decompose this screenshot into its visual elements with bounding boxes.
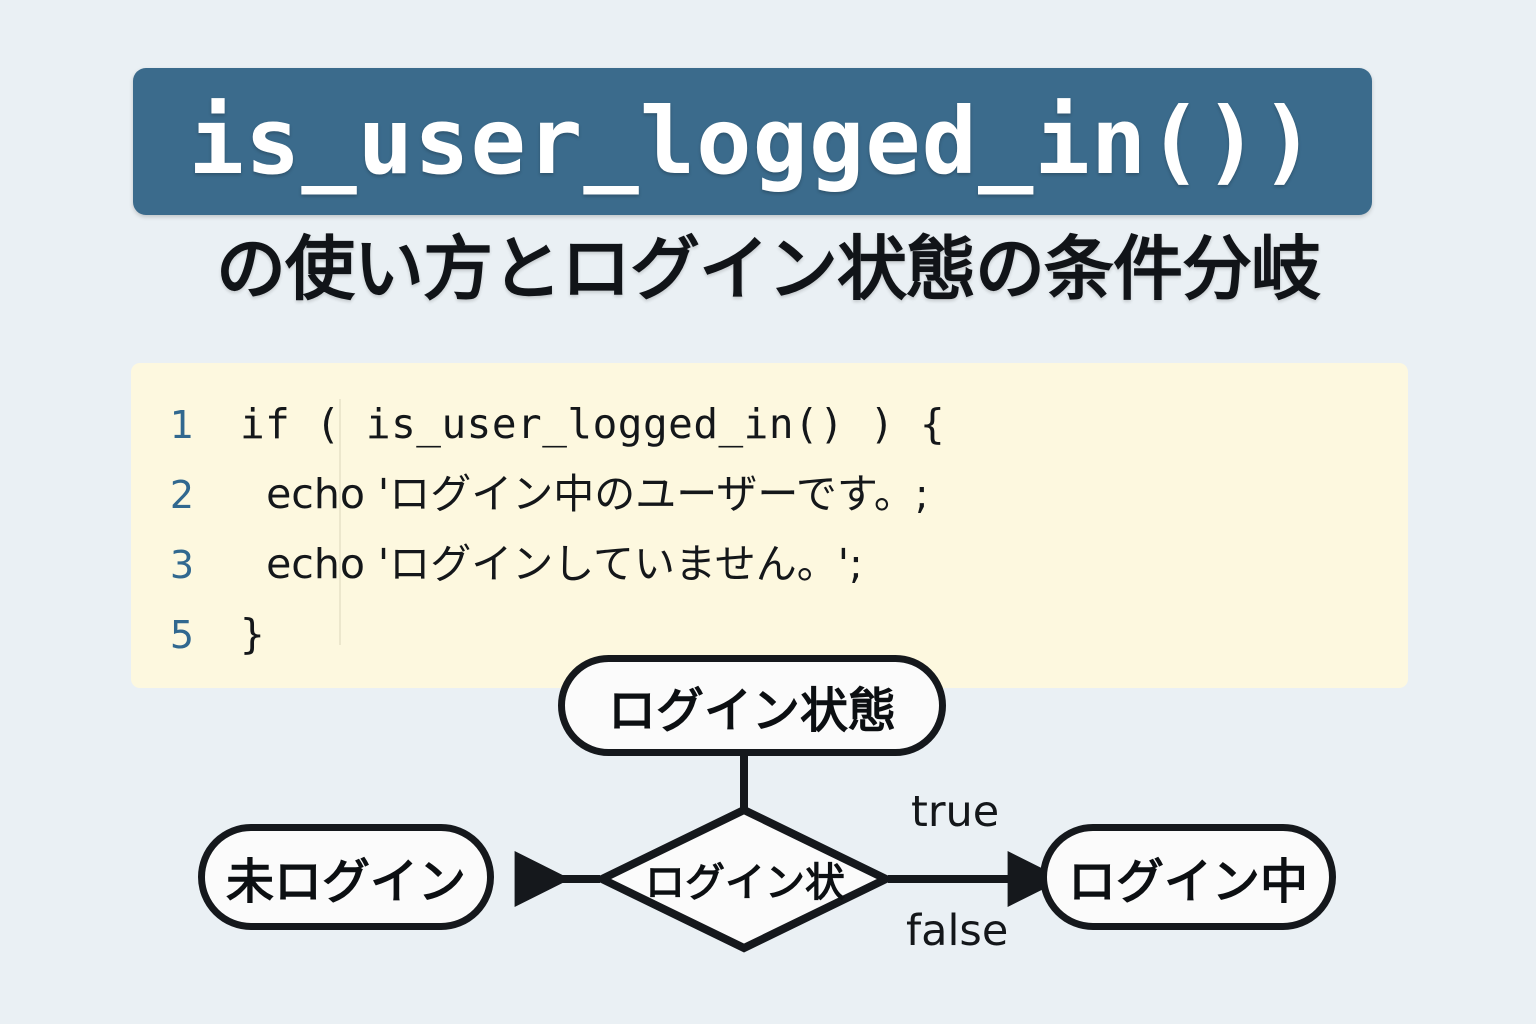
flow-node-not-logged-in[interactable]: 未ログイン [198,824,494,930]
code-line-content: if ( is_user_logged_in() ) { [240,400,946,448]
code-line-content: } [240,610,266,658]
code-block-card: 1 if ( is_user_logged_in() ) { 2 echo 'ロ… [131,363,1408,688]
code-line-row: 1 if ( is_user_logged_in() ) { [131,389,1408,459]
subtitle-text: の使い方とログイン状態の条件分岐 [216,228,1321,310]
code-line-number: 3 [169,543,194,587]
code-line-number: 5 [169,613,194,657]
flow-node-decision-label: ログイン状 [645,860,845,906]
title-badge: is_user_logged_in()) [133,68,1372,215]
code-line-number: 1 [169,403,194,447]
flow-node-login-state[interactable]: ログイン状態 [558,655,946,756]
flow-node-logged-in[interactable]: ログイン中 [1040,824,1336,930]
code-line-content: echo 'ログイン中のユーザーです。; [240,470,929,518]
edge-label-true: true [911,787,1000,837]
gutter-divider [339,399,341,645]
edge-label-false: false [906,906,1009,956]
code-line-list: 1 if ( is_user_logged_in() ) { 2 echo 'ロ… [131,389,1408,669]
code-line-row: 2 echo 'ログイン中のユーザーです。; [131,459,1408,529]
code-line-content: echo 'ログインしていません。'; [240,540,863,588]
title-badge-label: is_user_logged_in()) [188,87,1317,195]
code-line-number: 2 [169,473,194,517]
code-line-row: 5 } [131,599,1408,669]
code-line-row: 3 echo 'ログインしていません。'; [131,529,1408,599]
